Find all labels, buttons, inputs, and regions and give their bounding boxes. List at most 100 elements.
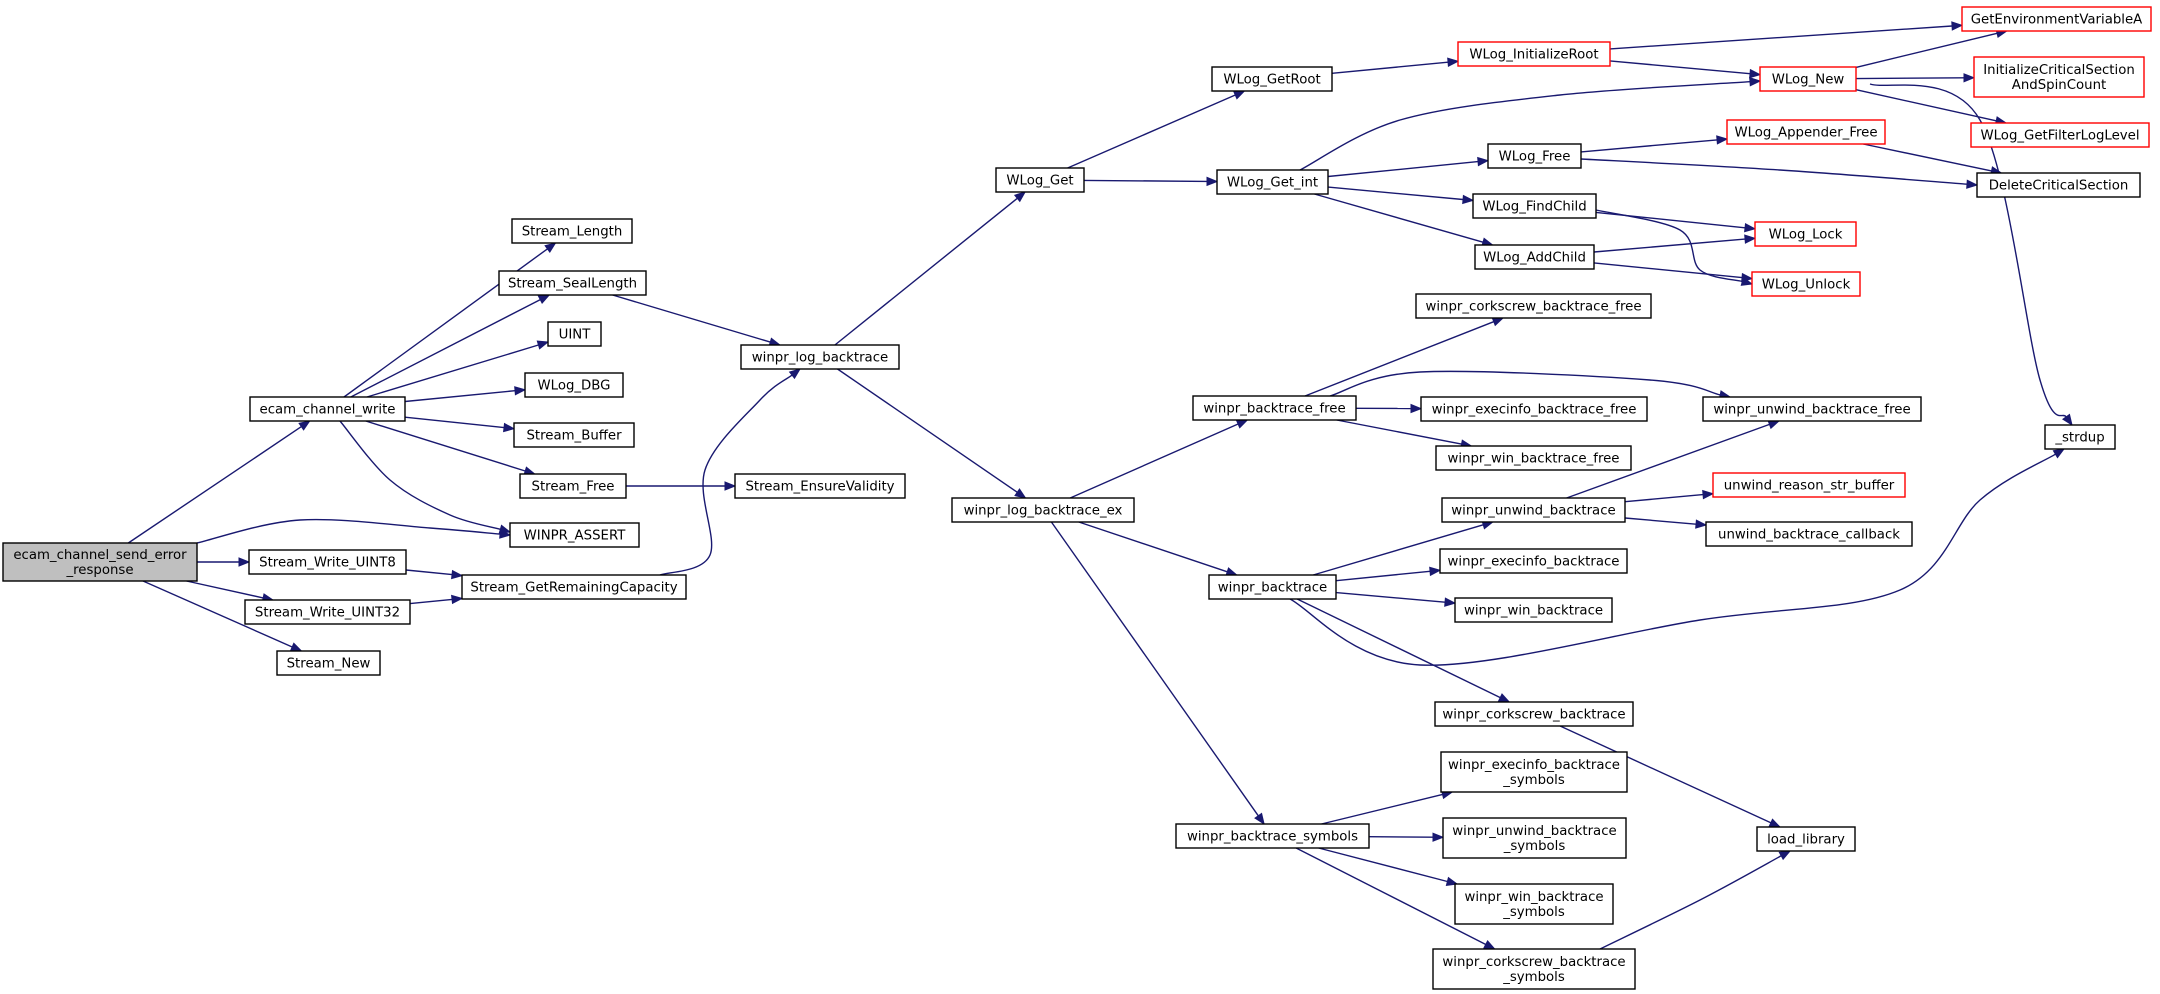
node-wlog-get-int[interactable]: WLog_Get_int (1216, 169, 1329, 195)
edge-winpr-backtrace-to-winpr-execinfo-backtrace (1335, 566, 1442, 582)
edge-line (366, 344, 539, 398)
node-box (1435, 445, 1632, 471)
node-winpr-log-backtrace-ex[interactable]: winpr_log_backtrace_ex (951, 497, 1135, 523)
node-wlog-findchild[interactable]: WLog_FindChild (1472, 193, 1597, 219)
node-label: WLog_AddChild (1483, 251, 1586, 266)
node-wlog-getroot[interactable]: WLog_GetRoot (1211, 66, 1333, 92)
node-winpr-unwind-backtrace-symbols[interactable]: winpr_unwind_backtrace_symbols (1442, 817, 1627, 859)
node-winpr-log-backtrace[interactable]: winpr_log_backtrace (740, 344, 900, 370)
edge-arrowhead (788, 368, 802, 380)
edge-line (1855, 32, 1998, 69)
node-winpr-corkscrew-backtrace[interactable]: winpr_corkscrew_backtrace (1434, 701, 1634, 727)
node-winpr-win-backtrace-symbols[interactable]: winpr_win_backtrace_symbols (1454, 883, 1614, 925)
edge-arrowhead (1744, 234, 1757, 244)
node-box (547, 321, 602, 347)
node-winpr-unwind-backtrace[interactable]: winpr_unwind_backtrace (1441, 497, 1626, 523)
node-box (1759, 66, 1857, 92)
edge-line (1331, 61, 1449, 74)
node-box (1726, 119, 1886, 145)
node-load-library[interactable]: load_library (1756, 826, 1856, 852)
node-stream-free[interactable]: Stream_Free (519, 473, 627, 499)
node-box (524, 372, 624, 398)
node-wlog-lock[interactable]: WLog_Lock (1754, 221, 1857, 247)
node-winpr-execinfo-backtrace[interactable]: winpr_execinfo_backtrace (1439, 548, 1628, 574)
edge-line (1327, 186, 1464, 201)
node-label: WINPR_ASSERT (524, 529, 627, 544)
node-label: winpr_backtrace_free (1203, 402, 1345, 417)
edge-winpr-log-backtrace-ex-to-winpr-backtrace (1078, 521, 1238, 577)
node-stream-seallength[interactable]: Stream_SealLength (498, 270, 647, 296)
node-wlog-new[interactable]: WLog_New (1759, 66, 1857, 92)
edge-arrowhead (1963, 73, 1976, 83)
node-wlog-free[interactable]: WLog_Free (1487, 143, 1582, 169)
node-winpr-win-backtrace[interactable]: winpr_win_backtrace (1454, 597, 1613, 623)
node-winpr-corkscrew-backtrace-free[interactable]: winpr_corkscrew_backtrace_free (1415, 293, 1652, 319)
node-label: WLog_DBG (538, 379, 611, 394)
nodes-layer: ecam_channel_send_error_response ecam_cha… (2, 6, 2152, 990)
edge-winpr-log-backtrace-to-wlog-get (834, 191, 1027, 346)
node-wlog-appender-free[interactable]: WLog_Appender_Free (1726, 119, 1886, 145)
node-winpr-corkscrew-backtrace-symbols[interactable]: winpr_corkscrew_backtrace_symbols (1432, 948, 1636, 990)
node-winpr-backtrace[interactable]: winpr_backtrace (1208, 574, 1337, 600)
node-box (1211, 66, 1333, 92)
node-box (244, 599, 411, 625)
node-box (2044, 424, 2116, 450)
node-uint[interactable]: UINT (547, 321, 602, 347)
node-label: UINT (559, 328, 592, 343)
node-label: winpr_execinfo_backtrace (1448, 555, 1620, 570)
node-ecam-channel-write[interactable]: ecam_channel_write (249, 396, 406, 422)
node-stream-new[interactable]: Stream_New (276, 650, 381, 676)
edge-line (1314, 193, 1484, 243)
node-getenvironmentvariablea[interactable]: GetEnvironmentVariableA (1961, 6, 2152, 32)
node-stream-write-uint32[interactable]: Stream_Write_UINT32 (244, 599, 411, 625)
node-wlog-unlock[interactable]: WLog_Unlock (1751, 271, 1861, 297)
node-label: WLog_Get_int (1227, 176, 1318, 191)
edge-arrowhead (1254, 812, 1265, 826)
node-deletecriticalsection[interactable]: DeleteCriticalSection (1976, 172, 2141, 198)
edge-line (834, 197, 1018, 346)
node-box (1705, 521, 1913, 547)
node-label: winpr_execinfo_backtrace_free (1432, 403, 1637, 418)
edge-line (196, 518, 501, 544)
node-label: Stream_New (287, 657, 371, 672)
node--strdup[interactable]: _strdup (2044, 424, 2116, 450)
edge-arrowhead (1432, 832, 1445, 842)
node-stream-ensurevalidity[interactable]: Stream_EnsureValidity (734, 473, 906, 499)
edge-arrowhead (724, 481, 737, 491)
node-winpr-execinfo-backtrace-free[interactable]: winpr_execinfo_backtrace_free (1420, 396, 1648, 422)
edge-line (1599, 855, 1782, 950)
node-stream-getremainingcapacity[interactable]: Stream_GetRemainingCapacity (461, 574, 687, 600)
edge-ecam-channel-send-error-response-to-stream-write-uint32 (186, 580, 275, 603)
node-unwind-reason-str-buffer[interactable]: unwind_reason_str_buffer (1712, 472, 1906, 498)
node-wlog-getfilterloglevel[interactable]: WLog_GetFilterLogLevel (1970, 122, 2150, 148)
edge-wlog-get-int-to-wlog-new (1299, 76, 1762, 171)
node-winpr-execinfo-backtrace-symbols[interactable]: winpr_execinfo_backtrace_symbols (1440, 751, 1628, 793)
node-winpr-win-backtrace-free[interactable]: winpr_win_backtrace_free (1435, 445, 1632, 471)
node-winpr-backtrace-symbols[interactable]: winpr_backtrace_symbols (1175, 823, 1370, 849)
node-wlog-addchild[interactable]: WLog_AddChild (1474, 244, 1595, 270)
node-box (509, 522, 640, 548)
node-ecam-channel-send-error-response[interactable]: ecam_channel_send_error_response (2, 542, 198, 582)
node-label: ecam_channel_write (260, 403, 396, 418)
node-winpr-assert[interactable]: WINPR_ASSERT (509, 522, 640, 548)
node-unwind-backtrace-callback[interactable]: unwind_backtrace_callback (1705, 521, 1913, 547)
node-box (1970, 122, 2150, 148)
edge-arrowhead (1483, 940, 1496, 950)
node-label: _symbols (1502, 970, 1565, 985)
edge-line (1299, 81, 1751, 171)
node-wlog-initializeroot[interactable]: WLog_InitializeRoot (1457, 41, 1611, 67)
node-winpr-unwind-backtrace-free[interactable]: winpr_unwind_backtrace_free (1702, 396, 1922, 422)
node-stream-length[interactable]: Stream_Length (511, 218, 633, 244)
node-box (1208, 574, 1337, 600)
node-label: Stream_GetRemainingCapacity (470, 581, 677, 596)
node-label: WLog_New (1772, 73, 1845, 88)
node-wlog-get[interactable]: WLog_Get (995, 167, 1085, 193)
node-box (740, 344, 900, 370)
node-stream-write-uint8[interactable]: Stream_Write_UINT8 (248, 549, 407, 575)
node-wlog-dbg[interactable]: WLog_DBG (524, 372, 624, 398)
node-winpr-backtrace-free[interactable]: winpr_backtrace_free (1192, 395, 1357, 421)
node-stream-buffer[interactable]: Stream_Buffer (513, 422, 635, 448)
edge-wlog-addchild-to-wlog-unlock (1593, 262, 1754, 283)
